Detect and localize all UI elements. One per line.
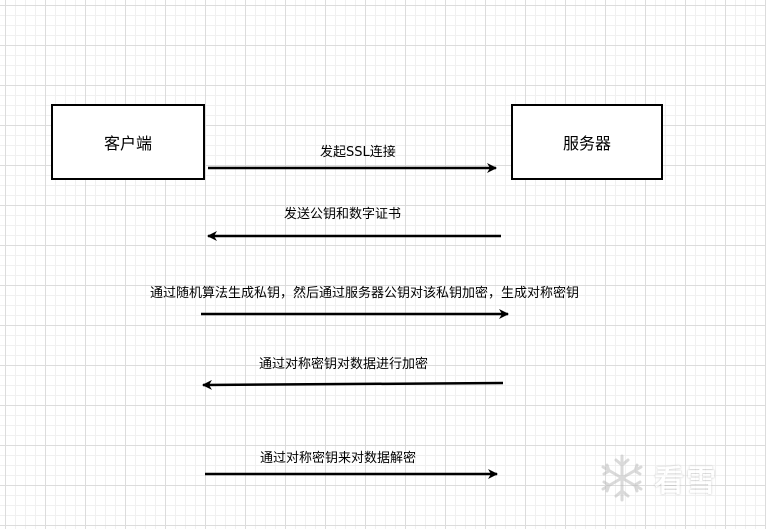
server-label: 服务器	[562, 134, 611, 153]
server-box: 服务器	[511, 104, 663, 180]
step-4-label: 通过对称密钥对数据进行加密	[259, 357, 429, 372]
step-1-label: 发起SSL连接	[320, 145, 396, 160]
step-2-label: 发送公钥和数字证书	[284, 207, 402, 222]
step-5-label: 通过对称密钥来对数据解密	[260, 451, 417, 466]
step-4-arrow	[202, 379, 504, 390]
watermark: 看雪	[596, 452, 718, 504]
snowflake-icon	[601, 454, 643, 502]
step-3-label: 通过随机算法生成私钥，然后通过服务器公钥对该私钥加密，生成对称密钥	[150, 286, 580, 301]
watermark-text: 看雪	[654, 464, 718, 499]
client-box: 客户端	[51, 104, 205, 180]
client-label: 客户端	[103, 134, 152, 153]
